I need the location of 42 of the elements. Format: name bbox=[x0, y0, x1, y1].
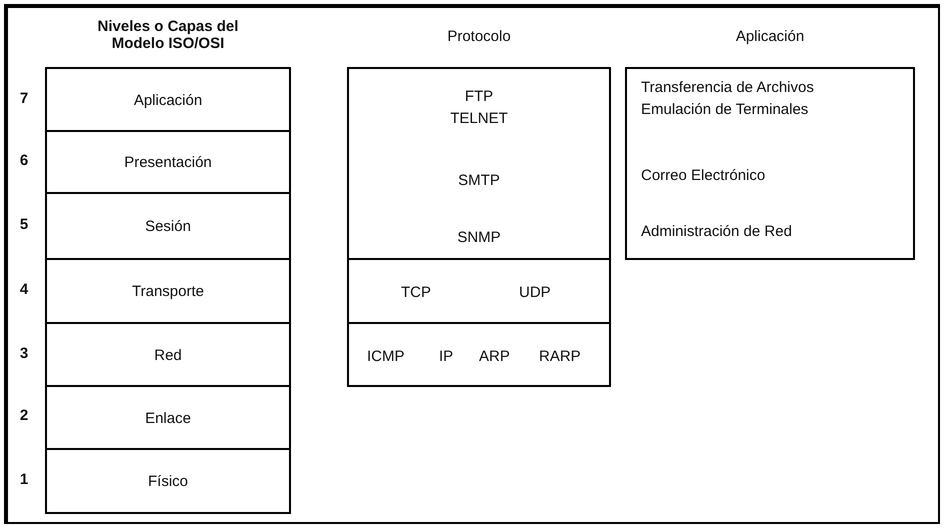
application-name: Emulación de Terminales bbox=[641, 101, 808, 118]
protocol-name: UDP bbox=[519, 284, 551, 301]
application-box bbox=[625, 67, 915, 260]
layer-number: 2 bbox=[18, 407, 30, 424]
layer-number: 3 bbox=[18, 345, 30, 362]
column-heading: Niveles o Capas del Modelo ISO/OSI bbox=[96, 18, 240, 52]
layer-box bbox=[45, 192, 291, 260]
protocol-name: ICMP bbox=[367, 348, 404, 365]
protocol-box bbox=[347, 322, 611, 387]
layer-box bbox=[45, 385, 291, 450]
column-heading: Protocolo bbox=[446, 28, 512, 45]
protocol-name: FTP bbox=[464, 88, 494, 105]
layer-number: 4 bbox=[18, 281, 30, 298]
protocol-name: RARP bbox=[539, 348, 581, 365]
layer-box bbox=[45, 67, 291, 132]
layer-name: Enlace bbox=[144, 410, 192, 426]
layer-name: Físico bbox=[146, 473, 189, 490]
protocol-box bbox=[347, 67, 611, 260]
layer-box bbox=[45, 322, 291, 387]
protocol-name: TCP bbox=[401, 284, 431, 301]
column-heading: Aplicación bbox=[734, 28, 806, 45]
layer-name: Aplicación bbox=[132, 92, 204, 108]
protocol-box bbox=[347, 258, 611, 324]
protocol-name: ARP bbox=[479, 348, 510, 365]
application-name: Administración de Red bbox=[641, 223, 792, 240]
protocol-name: SMTP bbox=[457, 172, 501, 189]
layer-number: 5 bbox=[18, 216, 30, 233]
layer-number: 1 bbox=[18, 471, 30, 488]
application-name: Transferencia de Archivos bbox=[641, 79, 814, 96]
layer-name: Sesión bbox=[144, 218, 192, 235]
protocol-name: IP bbox=[439, 348, 454, 365]
layer-name: Red bbox=[153, 346, 183, 364]
layer-box bbox=[45, 130, 291, 194]
layer-box bbox=[45, 258, 291, 324]
layer-name: Presentación bbox=[123, 154, 213, 171]
layer-name: Transporte bbox=[131, 283, 205, 300]
application-name: Correo Electrónico bbox=[641, 167, 766, 184]
layer-box bbox=[45, 448, 291, 514]
layer-number: 6 bbox=[18, 152, 30, 169]
protocol-name: SNMP bbox=[456, 229, 502, 246]
layer-number: 7 bbox=[18, 90, 30, 107]
protocol-name: TELNET bbox=[449, 110, 509, 127]
